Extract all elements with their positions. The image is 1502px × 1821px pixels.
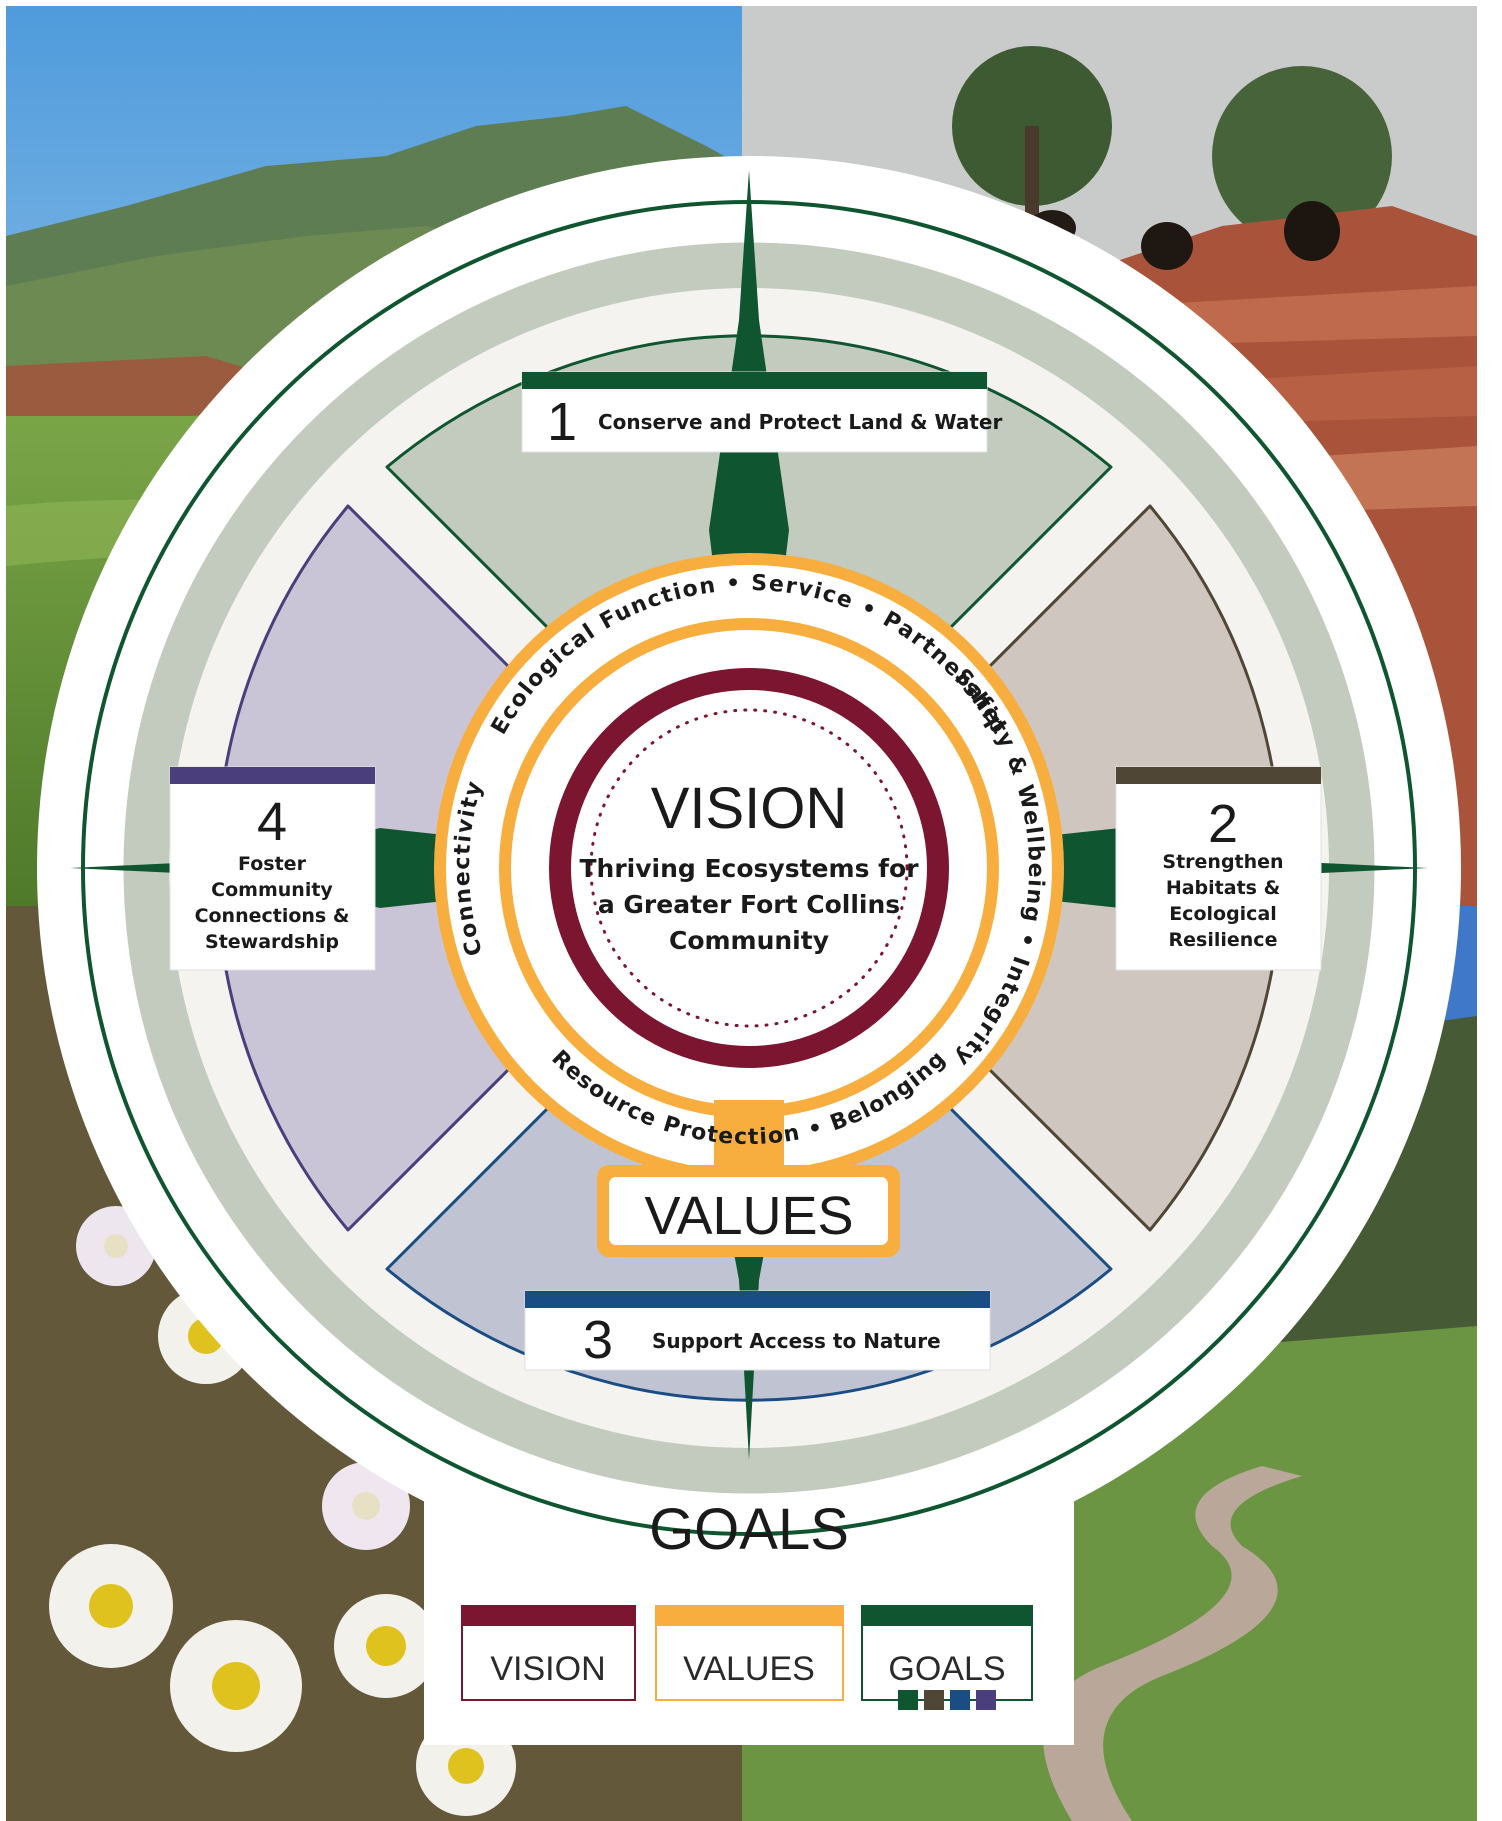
goal-2-number: 2 [1208, 794, 1238, 854]
goal-3-number: 3 [583, 1310, 613, 1370]
legend-vision-label: VISION [490, 1650, 605, 1688]
vision-circle: VISION Thriving Ecosystems for a Greater… [549, 668, 949, 1068]
vision-statement-line-2: a Greater Fort Collins [598, 890, 900, 919]
legend-goals-label: GOALS [888, 1650, 1005, 1688]
goal-3-box: 3 Support Access to Nature [524, 1290, 991, 1371]
goals-heading: GOALS [649, 1497, 849, 1562]
goal-3-title: Support Access to Nature [652, 1329, 941, 1353]
goal-2-line-3: Ecological [1169, 903, 1277, 925]
vision-heading: VISION [651, 776, 848, 841]
legend-goal-swatch [924, 1690, 944, 1710]
legend: VISION VALUES GOALS [461, 1605, 1033, 1710]
goal-2-line-1: Strengthen [1162, 851, 1283, 873]
legend-goal-swatches [898, 1690, 996, 1710]
goal-2-line-2: Habitats & [1166, 877, 1280, 899]
legend-goal-swatch [950, 1690, 970, 1710]
goal-2-line-4: Resilience [1169, 929, 1278, 951]
goal-1-number: 1 [547, 392, 577, 452]
legend-goal-swatch [898, 1690, 918, 1710]
goal-4-line-4: Stewardship [205, 931, 339, 953]
goal-4-number: 4 [257, 792, 287, 852]
goal-1-box: 1 Conserve and Protect Land & Water [521, 371, 1002, 453]
legend-values-label: VALUES [683, 1650, 815, 1688]
goal-4-line-3: Connections & [195, 905, 350, 927]
values-label-box: VALUES [597, 1165, 900, 1257]
legend-vision: VISION [461, 1605, 636, 1701]
values-heading: VALUES [644, 1186, 853, 1246]
goal-1-title: Conserve and Protect Land & Water [598, 410, 1002, 434]
goal-4-box: 4 Foster Community Connections & Steward… [169, 766, 376, 971]
legend-values: VALUES [655, 1605, 844, 1701]
vision-statement-line-3: Community [669, 926, 829, 955]
goal-4-line-2: Community [211, 879, 333, 901]
goal-2-box: 2 Strengthen Habitats & Ecological Resil… [1115, 766, 1322, 971]
vision-statement-line-1: Thriving Ecosystems for [579, 854, 919, 883]
goal-4-line-1: Foster [238, 853, 307, 875]
legend-goal-swatch [976, 1690, 996, 1710]
legend-goals: GOALS [861, 1605, 1033, 1710]
